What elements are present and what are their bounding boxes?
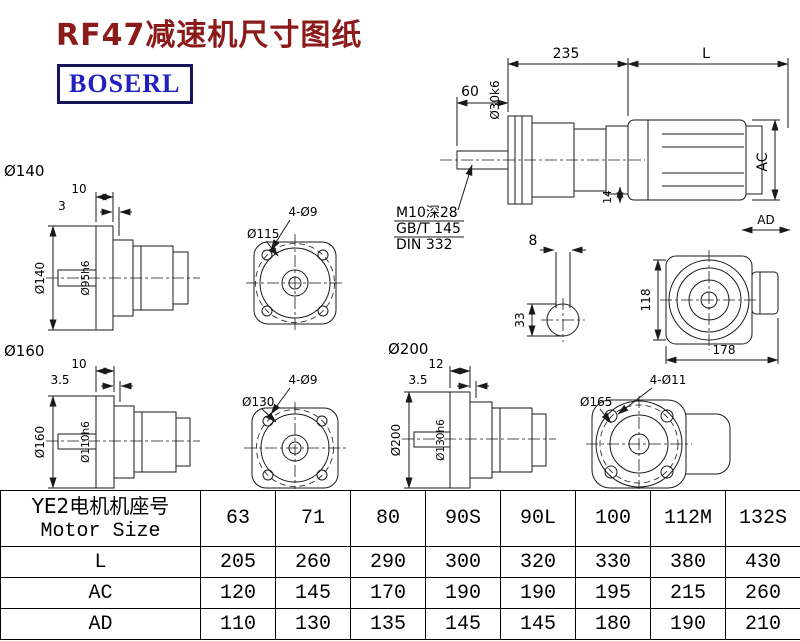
size-col-71: 71 <box>275 490 351 547</box>
table-row-ad: AD 110 130 135 145 145 180 190 210 <box>0 608 800 640</box>
flange160-pilot-dia: Ø110h6 <box>80 421 92 463</box>
dim-118: 118 <box>639 289 653 312</box>
value-cell: 195 <box>575 577 651 609</box>
motor-size-table: YE2电机机座号 Motor Size 63 71 80 90S 90L 100… <box>0 490 800 640</box>
flange200-label: Ø200 <box>388 340 428 358</box>
value-cell: 380 <box>650 546 726 578</box>
note-standard-1: GB/T 145 <box>396 221 461 237</box>
row-label-ac: AC <box>0 577 201 609</box>
table-row-ac: AC 120 145 170 190 190 195 215 260 <box>0 577 800 609</box>
dim-14: 14 <box>602 190 614 204</box>
flange140-pilot-dia: Ø95h6 <box>80 260 92 295</box>
flange-160-side-view: Ø160 10 3.5 Ø160 Ø110h6 <box>4 342 200 489</box>
value-cell: 300 <box>425 546 501 578</box>
dimension-drawing: 235 L 60 Ø30k6 AC 14 AD M10深28 GB/T 145 … <box>4 46 791 489</box>
flange140-thickness: 10 <box>71 182 86 196</box>
value-cell: 170 <box>350 577 426 609</box>
face115-bolt-circle: Ø115 <box>247 227 279 241</box>
value-cell: 145 <box>500 608 576 640</box>
flange200-outer-dia: Ø200 <box>389 424 403 456</box>
row-label-ad: AD <box>0 608 201 640</box>
face165-bolt-circle: Ø165 <box>580 395 612 409</box>
size-col-80: 80 <box>350 490 426 547</box>
size-col-100: 100 <box>575 490 651 547</box>
flange160-thickness: 10 <box>71 357 86 371</box>
value-cell: 330 <box>575 546 651 578</box>
value-cell: 180 <box>575 608 651 640</box>
value-cell: 190 <box>650 608 726 640</box>
note-standard-2: DIN 332 <box>396 237 453 253</box>
flange200-thickness: 12 <box>428 357 443 371</box>
value-cell: 320 <box>500 546 576 578</box>
table-header-en: Motor Size <box>40 519 161 543</box>
dim-shaft-dia: Ø30k6 <box>488 80 502 119</box>
size-col-112m: 112M <box>650 490 726 547</box>
flange140-label: Ø140 <box>4 162 44 180</box>
dim-ad: AD <box>757 213 774 227</box>
flange200-gap: 3.5 <box>408 373 427 387</box>
value-cell: 190 <box>500 577 576 609</box>
flange160-outer-dia: Ø160 <box>33 426 47 458</box>
flange-130-face-view: 4-Ø9 Ø130 <box>242 373 346 489</box>
page-title: RF47减速机尺寸图纸 <box>56 18 363 53</box>
value-cell: 145 <box>275 577 351 609</box>
size-col-90l: 90L <box>500 490 576 547</box>
face165-holes: 4-Ø11 <box>650 373 687 387</box>
key-cross-section: 8 33 <box>513 233 586 342</box>
flange-165-face-view: 4-Ø11 Ø165 <box>580 373 731 489</box>
value-cell: 260 <box>725 577 800 609</box>
value-cell: 205 <box>200 546 276 578</box>
table-row-l: L 205 260 290 300 320 330 380 430 <box>0 546 800 578</box>
flange160-gap: 3.5 <box>50 373 69 387</box>
table-header-cn: YE2电机机座号 <box>31 493 170 518</box>
face115-holes: 4-Ø9 <box>288 205 317 219</box>
value-cell: 130 <box>275 608 351 640</box>
value-cell: 135 <box>350 608 426 640</box>
face130-holes: 4-Ø9 <box>288 373 317 387</box>
table-header-label: YE2电机机座号 Motor Size <box>0 490 201 547</box>
flange160-label: Ø160 <box>4 342 44 360</box>
flange-200-side-view: Ø200 12 3.5 Ø200 Ø130h6 <box>388 340 556 489</box>
brand-logo: BOSERL <box>57 64 193 104</box>
size-col-132s: 132S <box>725 490 800 547</box>
size-col-63: 63 <box>200 490 276 547</box>
dim-178: 178 <box>713 343 736 357</box>
shaft-notes: M10深28 GB/T 145 DIN 332 <box>394 164 473 253</box>
size-col-90s: 90S <box>425 490 501 547</box>
value-cell: 145 <box>425 608 501 640</box>
dim-key-height: 33 <box>513 312 527 327</box>
flange200-pilot-dia: Ø130h6 <box>435 419 447 461</box>
flange-140-side-view: Ø140 10 3 Ø140 Ø95h6 <box>4 162 200 331</box>
motor-rear-view: 118 178 <box>639 250 779 364</box>
value-cell: 260 <box>275 546 351 578</box>
value-cell: 430 <box>725 546 800 578</box>
value-cell: 215 <box>650 577 726 609</box>
face130-bolt-circle: Ø130 <box>242 395 274 409</box>
value-cell: 120 <box>200 577 276 609</box>
flange-115-face-view: 4-Ø9 Ø115 <box>246 205 344 332</box>
flange140-outer-dia: Ø140 <box>33 262 47 294</box>
flange140-gap: 3 <box>58 199 66 213</box>
main-side-view: 235 L 60 Ø30k6 AC 14 AD <box>440 46 791 234</box>
note-tap-hole: M10深28 <box>396 205 458 221</box>
dim-60: 60 <box>461 84 479 100</box>
dim-ac: AC <box>755 152 771 171</box>
value-cell: 290 <box>350 546 426 578</box>
value-cell: 190 <box>425 577 501 609</box>
dim-235: 235 <box>553 46 580 62</box>
dim-l: L <box>702 46 710 62</box>
dim-key-width: 8 <box>529 233 538 249</box>
value-cell: 110 <box>200 608 276 640</box>
row-label-l: L <box>0 546 201 578</box>
value-cell: 210 <box>725 608 800 640</box>
